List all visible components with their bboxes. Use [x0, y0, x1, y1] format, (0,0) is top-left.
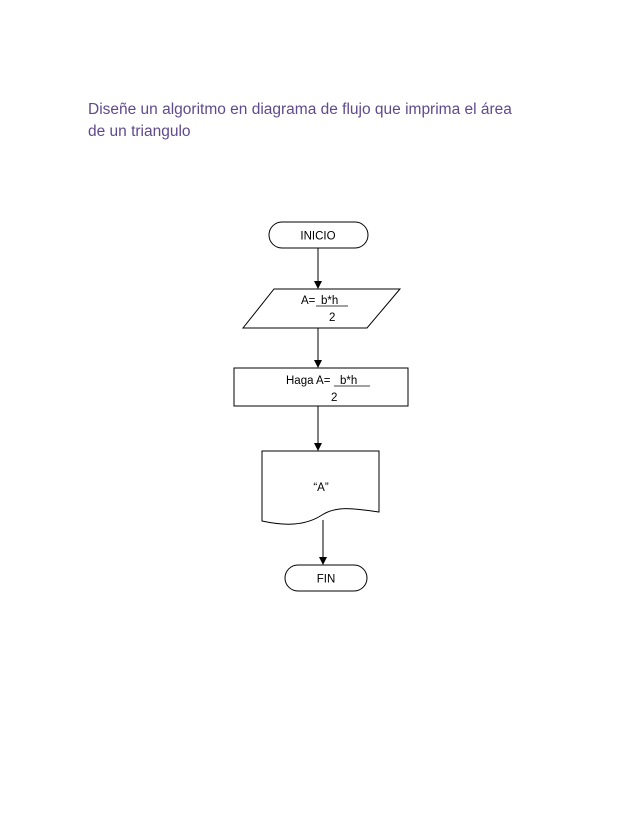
- end-terminator: FIN: [284, 564, 368, 592]
- output-document: “A”: [261, 450, 380, 525]
- process-prefix: Haga A=: [286, 375, 331, 387]
- page-heading: Diseñe un algoritmo en diagrama de flujo…: [88, 99, 568, 143]
- process-denominator: 2: [331, 392, 337, 404]
- start-terminator: INICIO: [268, 221, 369, 249]
- heading-line-2: de un triangulo: [88, 123, 191, 140]
- process-box: Haga A= b*h 2: [233, 367, 409, 407]
- input-prefix: A=: [301, 295, 316, 307]
- start-label: INICIO: [300, 231, 335, 243]
- input-parallelogram: A= b*h 2: [241, 288, 402, 329]
- input-numerator: b*h: [321, 295, 338, 307]
- output-label: “A”: [313, 482, 329, 494]
- input-denominator: 2: [329, 312, 335, 324]
- process-numerator: b*h: [340, 375, 357, 387]
- end-label: FIN: [317, 574, 336, 586]
- heading-line-1: Diseñe un algoritmo en diagrama de flujo…: [88, 101, 512, 118]
